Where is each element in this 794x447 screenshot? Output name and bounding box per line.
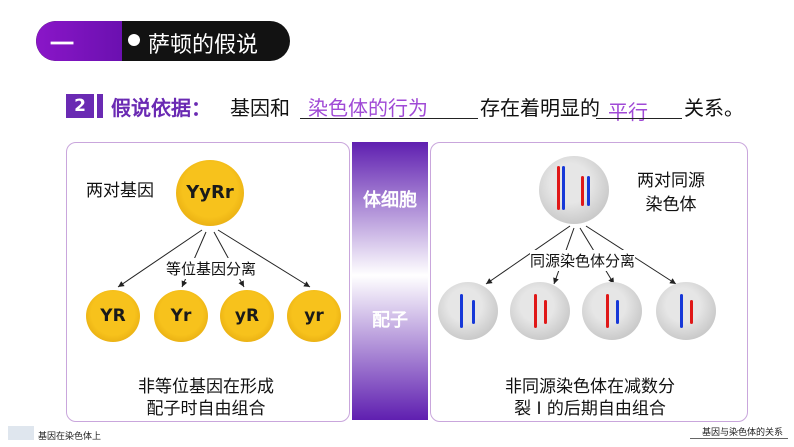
chromosome-blue (616, 300, 619, 324)
gamete-cell-1 (438, 282, 498, 340)
footer-right-link[interactable]: 基因与染色体的关系 (702, 428, 784, 438)
gamete-label: YR (100, 306, 126, 326)
title-dot-left (128, 34, 140, 46)
allele-separation-label: 等位基因分离 (166, 258, 257, 279)
chromosome-blue (472, 300, 475, 324)
footer-divider (690, 438, 788, 439)
chromosome-arrows (485, 225, 677, 285)
hypothesis-text-2: 存在着明显的 (480, 96, 600, 120)
hypothesis-blank-2: 平行 (608, 100, 648, 124)
blank-1-underline (300, 118, 478, 119)
chromosome-caption-line-2: 裂 I 的后期自由组合 (514, 399, 666, 419)
cell-stage-bar: 体细胞 配子 (352, 142, 428, 420)
step-badge: 2 (66, 94, 94, 118)
chromosome-red (544, 300, 547, 324)
chromosome-blue (680, 294, 683, 328)
gene-caption-line-2: 配子时自由组合 (146, 399, 266, 419)
gamete-circle-2: Yr (154, 290, 208, 342)
gamete-label: Yr (170, 306, 192, 326)
chromosome-caption-line-1: 非同源染色体在减数分 (505, 377, 675, 397)
gamete-circle-1: YR (86, 290, 140, 342)
section-number: 一 (50, 30, 74, 58)
gamete-circle-4: yr (287, 290, 341, 342)
gamete-cell-3 (582, 282, 642, 340)
chromosome-panel-title-2: 染色体 (645, 195, 697, 215)
gamete-stage-label: 配子 (372, 310, 408, 331)
section-title-bar: 一 萨顿的假说 (36, 21, 290, 61)
step-badge-bar (97, 94, 103, 118)
hypothesis-text-3: 关系。 (684, 96, 744, 120)
chromosome-red-short (581, 176, 584, 206)
section-title: 萨顿的假说 (148, 33, 259, 58)
section-number-tab: 一 (36, 21, 122, 61)
chromosome-panel-title-1: 两对同源 (637, 171, 705, 191)
gamete-label: yr (304, 306, 324, 326)
chromosome-blue-short (587, 176, 590, 206)
footer-left-link[interactable]: 基因在染色体上 (38, 432, 102, 442)
hypothesis-text-1: 基因和 (230, 96, 290, 120)
blank-2-underline (596, 118, 682, 119)
chromosome-blue (460, 294, 463, 328)
hypothesis-label: 假说依据： (111, 96, 211, 120)
gene-caption-line-1: 非等位基因在形成 (138, 377, 274, 397)
chromosome-blue-long (562, 166, 565, 210)
gene-panel-title: 两对基因 (86, 181, 154, 201)
footer-thumbnail (8, 426, 34, 440)
chromosome-red-long (557, 166, 560, 210)
gamete-cell-2 (510, 282, 570, 340)
parent-genotype-circle: YyRr (176, 160, 244, 226)
parent-cell (539, 156, 609, 224)
parent-genotype: YyRr (186, 182, 234, 203)
somatic-cell-label: 体细胞 (363, 190, 417, 211)
chromosome-red (606, 294, 609, 328)
homolog-separation-label: 同源染色体分离 (530, 250, 636, 271)
gamete-label: yR (234, 306, 260, 326)
gamete-circle-3: yR (220, 290, 274, 342)
chromosome-red (534, 294, 537, 328)
gamete-cell-4 (656, 282, 716, 340)
hypothesis-blank-1: 染色体的行为 (308, 96, 428, 120)
chromosome-red (690, 300, 693, 324)
